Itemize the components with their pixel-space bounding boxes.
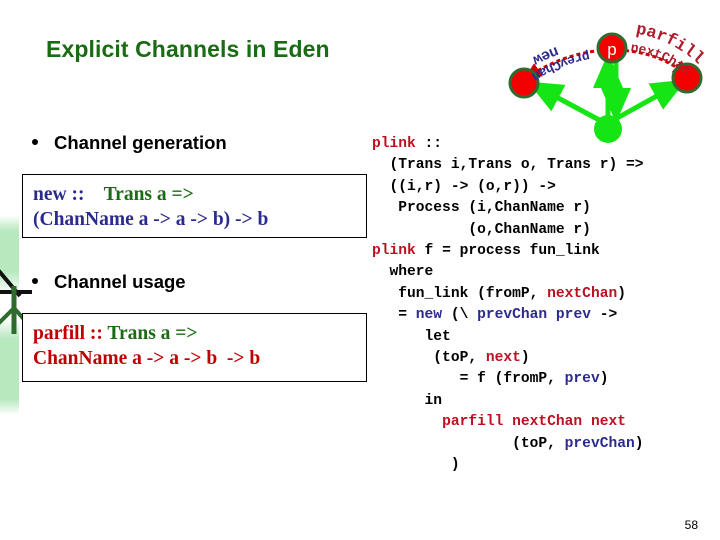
bullet-dot-icon <box>32 139 38 145</box>
code-line: plink :: <box>372 134 720 155</box>
signature-box-parfill: parfill :: Trans a => ChanName a -> a ->… <box>22 313 367 382</box>
new-signature-type: (ChanName a -> a -> b) -> b <box>33 209 269 230</box>
code-token: ((i,r) -> (o,r)) -> <box>372 178 556 195</box>
diagram-green-arrows <box>527 53 687 125</box>
code-token: ) <box>634 435 644 452</box>
bullet-dot-icon <box>32 278 38 284</box>
bullet-label: Channel usage <box>54 271 186 292</box>
code-line: = new (\ prevChan prev -> <box>372 305 720 326</box>
parfill-signature-type: ChanName a -> a -> b -> b <box>33 348 261 369</box>
code-token: :: <box>415 136 443 152</box>
code-line: (Trans i,Trans o, Trans r) => <box>372 155 720 176</box>
code-token: next <box>485 350 521 367</box>
code-token: f = process fun_link <box>415 243 600 260</box>
code-line: plink f = process fun_link <box>372 241 720 262</box>
code-token: (toP, <box>372 350 486 367</box>
code-line: fun_link (fromP, nextChan) <box>372 284 720 305</box>
code-token: ) <box>617 285 626 302</box>
code-token: (o,ChanName r) <box>372 221 591 238</box>
diagram-node-center <box>596 32 628 64</box>
parfill-signature-class: Trans a => <box>107 323 198 344</box>
code-token: ) <box>599 371 609 388</box>
new-signature-name: new :: <box>33 184 85 205</box>
page-title: Explicit Channels in Eden <box>46 36 330 62</box>
signature-box-new: new :: Trans a => (ChanName a -> a -> b)… <box>22 174 367 238</box>
code-line: let <box>372 327 720 348</box>
code-line: in <box>372 391 720 412</box>
code-token: Process (i,ChanName r) <box>372 200 591 217</box>
code-token: plink <box>372 136 416 152</box>
code-line: Process (i,ChanName r) <box>372 198 720 219</box>
code-token: new <box>415 307 443 324</box>
code-token: -> <box>590 307 618 324</box>
page-number: 58 <box>684 518 698 532</box>
code-token: plink <box>372 243 416 260</box>
code-token: (Trans i,Trans o, Trans r) => <box>372 157 644 174</box>
code-line: (o,ChanName r) <box>372 220 720 241</box>
parfill-signature-name: parfill :: <box>33 323 108 344</box>
code-token: = f (fromP, <box>372 371 565 388</box>
code-line: where <box>372 262 720 283</box>
code-token <box>372 414 442 430</box>
code-token: let <box>372 328 451 345</box>
code-line: (toP, next) <box>372 348 720 369</box>
code-token: prevChan <box>564 435 635 452</box>
bullet-channel-usage: Channel usage <box>32 271 186 293</box>
code-token: nextChan <box>547 285 618 302</box>
diagram-node-right <box>671 62 703 94</box>
code-line: parfill nextChan next <box>372 412 720 433</box>
code-token: prev <box>564 371 600 388</box>
code-token: ) <box>372 457 460 474</box>
code-token: in <box>372 392 443 409</box>
eden-channel-diagram: p new prevChan parfill nextChan <box>508 21 707 143</box>
code-token: (\ <box>442 307 478 324</box>
diagram-node-left <box>508 67 540 99</box>
bullet-label: Channel generation <box>54 132 227 153</box>
code-line: ) <box>372 455 720 476</box>
code-line: (toP, prevChan) <box>372 434 720 455</box>
code-token: (toP, <box>372 435 565 452</box>
spacer <box>84 184 103 205</box>
diagram-center-node-label: p <box>607 40 616 59</box>
code-line: ((i,r) -> (o,r)) -> <box>372 177 720 198</box>
bullet-channel-generation: Channel generation <box>32 132 227 154</box>
code-line: = f (fromP, prev) <box>372 369 720 390</box>
plink-code-block: plink :: (Trans i,Trans o, Trans r) => (… <box>372 134 720 477</box>
code-token: parfill nextChan next <box>442 414 626 431</box>
code-token: fun_link (fromP, <box>372 285 548 302</box>
diagram-node-process <box>594 115 622 143</box>
new-signature-class: Trans a => <box>103 184 194 205</box>
code-token: where <box>372 264 434 281</box>
code-token: prevChan prev <box>477 307 591 324</box>
code-token: ) <box>520 350 530 367</box>
code-token: = <box>372 307 416 324</box>
